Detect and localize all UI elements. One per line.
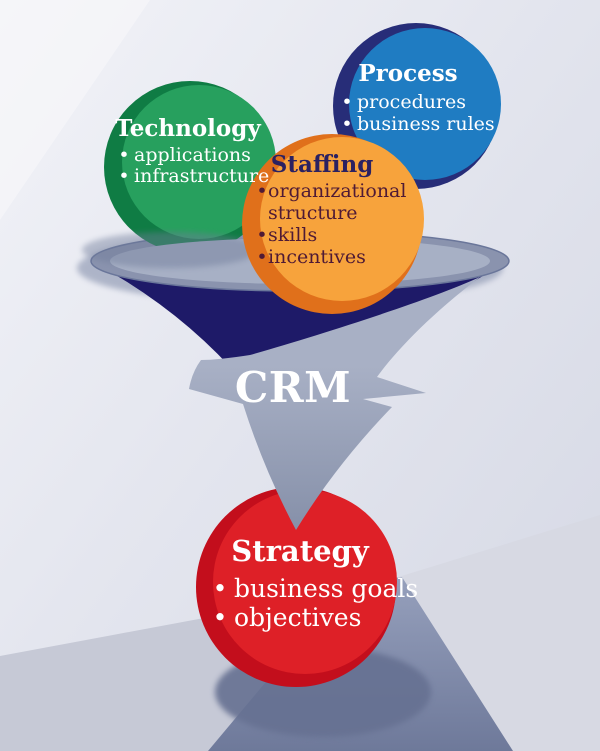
background-highlight-wedge — [0, 0, 150, 220]
staffing-title: Staffing — [271, 151, 374, 178]
bullet-icon: • — [213, 603, 228, 632]
technology-text-group: Technology • applications • infrastructu… — [115, 115, 269, 187]
bullet-icon: • — [213, 574, 228, 603]
staffing-text-group: Staffing • organizational structure • sk… — [256, 151, 406, 268]
strategy-sphere — [213, 490, 397, 674]
down-arrow — [189, 277, 480, 530]
technology-item: infrastructure — [134, 165, 269, 187]
staffing-sphere — [260, 137, 424, 301]
bullet-icon: • — [341, 113, 352, 135]
crm-label: CRM — [235, 363, 351, 412]
strategy-item: business goals — [234, 574, 418, 603]
process-item: business rules — [357, 113, 495, 135]
process-item: procedures — [357, 91, 466, 113]
bullet-icon: • — [341, 91, 352, 113]
strategy-text-group: Strategy • business goals • objectives — [213, 534, 419, 632]
staffing-items: • organizational structure • skills • in… — [256, 180, 406, 268]
technology-sphere — [122, 85, 276, 239]
process-text-group: Process • procedures • business rules — [341, 60, 494, 135]
staffing-item-line: skills — [268, 224, 317, 246]
strategy-item: objectives — [234, 603, 361, 632]
technology-item: applications — [134, 144, 251, 166]
process-sphere — [349, 28, 501, 180]
technology-sphere-shadow — [82, 232, 258, 268]
bullet-icon: • — [118, 165, 129, 187]
staffing-item-line: organizational — [268, 180, 406, 202]
staffing-item-line: incentives — [268, 246, 366, 268]
bullet-icon: • — [118, 144, 129, 166]
bullet-icon: • — [256, 224, 267, 246]
floor-corner-plane — [395, 515, 600, 751]
bullet-icon: • — [256, 180, 267, 202]
technology-title: Technology — [115, 115, 261, 142]
staffing-item-line: structure — [268, 202, 358, 224]
bullet-icon: • — [256, 246, 267, 268]
strategy-title: Strategy — [231, 534, 370, 568]
process-title: Process — [358, 60, 457, 87]
